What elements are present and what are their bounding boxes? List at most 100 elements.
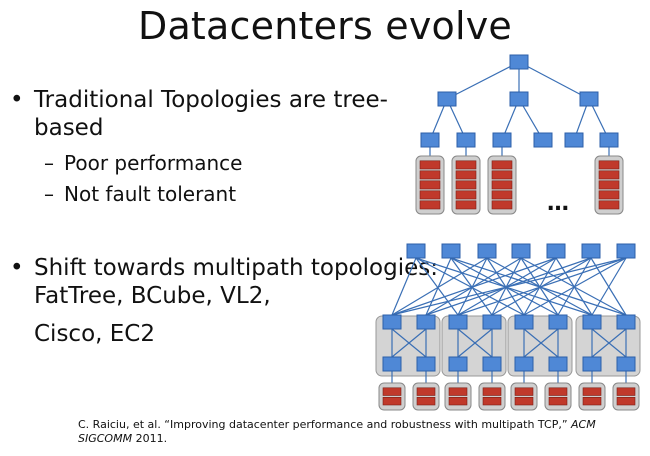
fattree-server-rack (612, 382, 640, 411)
server-unit (491, 190, 513, 200)
server-unit (448, 387, 468, 396)
fattree-aggregation-switch (548, 314, 568, 330)
bullet-multipath-line2: FatTree, BCube, VL2, (34, 283, 271, 309)
server-unit (548, 396, 568, 406)
fattree-edge-switch (582, 356, 602, 372)
fattree-core-link (450, 257, 493, 316)
server-unit (582, 387, 602, 396)
fattree-core-link (415, 257, 525, 316)
fattree-edge-switch (382, 356, 402, 372)
tree-aggregation-switch (579, 91, 599, 107)
fattree-core-switch (441, 243, 461, 259)
fattree-aggregation-switch (514, 314, 534, 330)
server-unit (582, 396, 602, 406)
server-unit (598, 200, 620, 210)
server-unit (616, 387, 636, 396)
bullet-multipath-line1: Shift towards multipath topologies: (10, 255, 438, 282)
fattree-aggregation-switch (482, 314, 502, 330)
server-unit (455, 190, 477, 200)
fattree-server-rack (444, 382, 472, 411)
server-unit (491, 160, 513, 170)
server-unit (598, 170, 620, 180)
fattree-edge-switch (548, 356, 568, 372)
fattree-core-switch (616, 243, 636, 259)
server-unit (416, 387, 436, 396)
tree-aggregation-switch (437, 91, 457, 107)
server-unit (482, 387, 502, 396)
fattree-aggregation-switch (448, 314, 468, 330)
fattree-core-link (391, 257, 488, 316)
fattree-server-rack (412, 382, 440, 411)
fattree-edge-switch (448, 356, 468, 372)
server-unit (548, 387, 568, 396)
tree-edge-switch (564, 132, 584, 148)
tree-link (518, 61, 590, 100)
fattree-server-rack (478, 382, 506, 411)
server-unit (448, 396, 468, 406)
fattree-pod-link (391, 328, 427, 358)
bullet-tree-line2: based (34, 115, 104, 141)
sub-bullet-poor-performance: Poor performance (44, 150, 242, 177)
fattree-core-link (457, 257, 627, 316)
fattree-core-link (523, 257, 557, 316)
slide-title: Datacenters evolve (137, 4, 512, 48)
fattree-core-switch (477, 243, 497, 259)
server-unit (491, 200, 513, 210)
server-unit (514, 396, 534, 406)
sub-bullet-not-fault-tolerant: Not fault tolerant (44, 181, 236, 208)
server-unit (616, 396, 636, 406)
server-unit (598, 160, 620, 170)
server-unit (491, 170, 513, 180)
fattree-core-switch (546, 243, 566, 259)
bullet-multipath-line3: Cisco, EC2 (34, 321, 155, 347)
fattree-core-link (591, 257, 627, 316)
server-unit (455, 200, 477, 210)
server-unit (419, 160, 441, 170)
fattree-core-link (486, 257, 525, 316)
tree-edge-switch (492, 132, 512, 148)
server-unit (419, 170, 441, 180)
fattree-edge-switch (514, 356, 534, 372)
citation-year: 2011. (135, 432, 168, 445)
fattree-edge-switch (482, 356, 502, 372)
tree-link (446, 61, 520, 100)
server-unit (455, 170, 477, 180)
tree-edge-switch (456, 132, 476, 148)
server-unit (598, 190, 620, 200)
server-unit (482, 396, 502, 406)
bullet-tree-line1: Traditional Topologies are tree- (10, 87, 388, 114)
fattree-pod-link (591, 328, 627, 358)
fattree-aggregation-switch (616, 314, 636, 330)
fattree-core-switch (406, 243, 426, 259)
server-unit (419, 190, 441, 200)
tree-edge-switch (533, 132, 553, 148)
fattree-edge-switch (416, 356, 436, 372)
server-unit (382, 396, 402, 406)
fattree-core-link (391, 257, 417, 316)
tree-aggregation-switch (509, 91, 529, 107)
server-unit (491, 180, 513, 190)
fattree-aggregation-switch (582, 314, 602, 330)
tree-edge-switch (420, 132, 440, 148)
citation-authors: C. Raiciu, et al. “Improving datacenter … (78, 418, 568, 431)
citation-venue-sigcomm: SIGCOMM (78, 432, 133, 445)
tree-core-switch (509, 54, 529, 70)
citation: C. Raiciu, et al. “Improving datacenter … (78, 418, 596, 446)
server-unit (514, 387, 534, 396)
fattree-core-link (523, 257, 627, 316)
server-unit (598, 180, 620, 190)
fattree-core-link (391, 257, 557, 316)
server-unit (455, 160, 477, 170)
server-unit (382, 387, 402, 396)
server-unit (416, 396, 436, 406)
server-unit (419, 200, 441, 210)
fattree-core-link (391, 257, 627, 316)
fattree-server-rack (544, 382, 572, 411)
tree-edge-switch (599, 132, 619, 148)
tree-ellipsis: … (547, 191, 569, 216)
server-unit (455, 180, 477, 190)
fattree-core-switch (511, 243, 531, 259)
fattree-server-rack (510, 382, 538, 411)
fattree-pod-link (457, 328, 493, 358)
